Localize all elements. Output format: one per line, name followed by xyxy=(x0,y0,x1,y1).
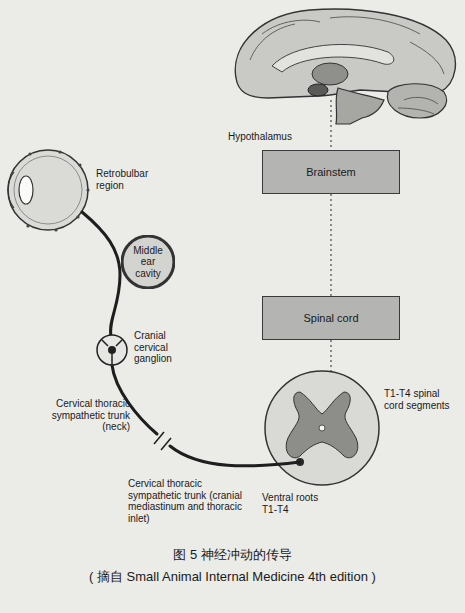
gray-matter xyxy=(286,392,358,458)
eye-figure xyxy=(8,150,90,232)
part-label: T1-T4 spinal cord segments xyxy=(384,388,460,411)
spinal-cord-section xyxy=(265,371,379,485)
dotted-line xyxy=(330,100,331,150)
part-label: Cervical thoracic sympathetic trunk (cra… xyxy=(128,478,244,524)
process-box: Brainstem xyxy=(262,150,400,194)
hypothalamus-area xyxy=(308,84,328,96)
ganglion-cell xyxy=(108,346,116,354)
cerebellum xyxy=(387,84,446,118)
ganglion-circle xyxy=(97,335,127,365)
brainstem-figure xyxy=(336,88,384,124)
circle-shape xyxy=(122,236,174,288)
eyeball xyxy=(8,150,88,230)
part-label: Cranial cervical ganglion xyxy=(134,330,198,365)
dotted-line xyxy=(330,340,331,372)
figure-caption: 图 5 神经冲动的传导 xyxy=(10,548,455,563)
break-mark xyxy=(154,432,171,450)
node-text: Spinal cord xyxy=(303,312,358,325)
spinal-section xyxy=(265,371,379,485)
node-text: Brainstem xyxy=(306,166,356,179)
dotted-connector xyxy=(330,194,331,296)
cornea xyxy=(8,172,14,208)
part-label: Ventral roots T1-T4 xyxy=(262,492,332,515)
orbital-dots xyxy=(26,150,89,231)
retina xyxy=(14,156,82,224)
ganglion-figure xyxy=(97,335,127,365)
brain-figure xyxy=(235,9,455,124)
lens xyxy=(19,176,33,204)
region-circle: Middle ear cavity xyxy=(121,235,175,289)
source-note: ( 摘自 Small Animal Internal Medicine 4th … xyxy=(10,570,455,585)
part-label: Retrobulbar region xyxy=(96,168,158,191)
postganglionic-nerve xyxy=(82,212,120,336)
ganglion-neurites xyxy=(102,340,122,365)
part-label: Hypothalamus xyxy=(228,131,308,143)
thalamus xyxy=(312,63,348,85)
part-label: Cervical thoracic sympathetic trunk (nec… xyxy=(22,398,130,433)
gyri xyxy=(250,17,444,114)
node-text: Middle ear cavity xyxy=(128,245,168,280)
central-canal xyxy=(319,425,325,431)
sympathetic-trunk-thorax xyxy=(170,446,300,466)
process-box: Spinal cord xyxy=(262,296,400,340)
